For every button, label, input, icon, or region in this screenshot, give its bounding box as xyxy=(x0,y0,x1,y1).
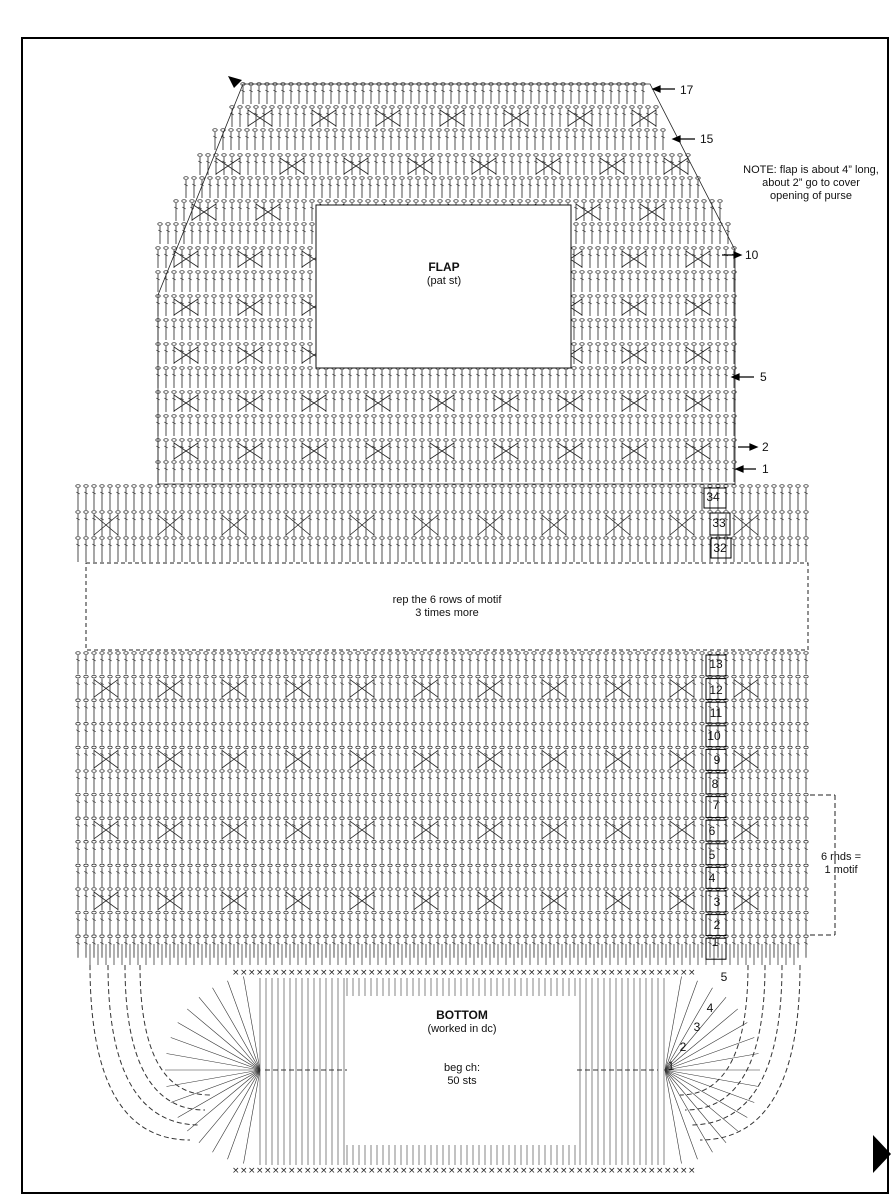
bottom-round-4: 4 xyxy=(706,1001,714,1015)
bottom-stitch-grid: ××××××××××××××××××××××××××××××××××××××××… xyxy=(89,944,795,1176)
note-line-3: opening of purse xyxy=(770,190,852,202)
round-9: 9 xyxy=(713,753,721,767)
flap-label-panel xyxy=(315,204,572,369)
round-33: 33 xyxy=(712,516,726,530)
flap-row-2: 2 xyxy=(762,440,769,454)
note-text: NOTE: flap is about 4” long, about 2” go… xyxy=(736,164,886,203)
flap-row-17: 17 xyxy=(680,83,694,97)
motif-bracket xyxy=(810,794,836,936)
bottom-title: BOTTOM xyxy=(436,1008,488,1022)
repeat-line-1: rep the 6 rows of motif xyxy=(392,594,502,606)
page-border xyxy=(21,37,889,1194)
repeat-line-2: 3 times more xyxy=(415,607,479,619)
row-arrows xyxy=(651,85,759,473)
round-1: 1 xyxy=(711,935,719,949)
bottom-round-2: 2 xyxy=(679,1040,687,1054)
repeat-panel xyxy=(85,562,809,651)
round-34: 34 xyxy=(706,490,720,504)
triangle-right-icon[interactable] xyxy=(873,1135,891,1173)
chain-label-line-1: beg ch: xyxy=(443,1062,481,1074)
flap-row-1: 1 xyxy=(762,462,769,476)
round-number-boxes xyxy=(703,487,732,960)
round-10: 10 xyxy=(707,729,721,743)
motif-line-2: 1 motif xyxy=(824,864,858,876)
round-12: 12 xyxy=(709,683,723,697)
start-marker-icon xyxy=(228,76,242,88)
note-line-1: NOTE: flap is about 4” long, xyxy=(743,164,879,176)
body-top-stitch-grid xyxy=(75,484,809,562)
bottom-label-panel xyxy=(347,998,577,1143)
flap-row-15: 15 xyxy=(700,132,714,146)
round-13: 13 xyxy=(709,657,723,671)
motif-line-1: 6 rnds = xyxy=(820,851,862,863)
flap-row-5: 5 xyxy=(760,370,767,384)
round-4: 4 xyxy=(708,871,716,885)
bottom-round-5: 5 xyxy=(720,970,728,984)
chain-label-line-2: 50 sts xyxy=(447,1075,477,1087)
flap-title: FLAP xyxy=(428,260,460,274)
flap-subtitle: (pat st) xyxy=(426,275,462,287)
body-lower-stitch-grid xyxy=(75,651,809,958)
bottom-dashed-guides xyxy=(89,964,801,1141)
round-11: 11 xyxy=(709,706,723,720)
round-5: 5 xyxy=(708,848,716,862)
round-32: 32 xyxy=(713,541,727,555)
round-2: 2 xyxy=(713,918,721,932)
bottom-subtitle: (worked in dc) xyxy=(427,1023,497,1035)
bottom-round-1: 1 xyxy=(667,1059,675,1073)
note-line-2: about 2” go to cover xyxy=(762,177,860,189)
round-8: 8 xyxy=(711,777,719,791)
round-6: 6 xyxy=(708,824,716,838)
bottom-round-3: 3 xyxy=(693,1020,701,1034)
flap-row-10: 10 xyxy=(745,248,759,262)
round-7: 7 xyxy=(712,798,720,812)
round-3: 3 xyxy=(713,895,721,909)
